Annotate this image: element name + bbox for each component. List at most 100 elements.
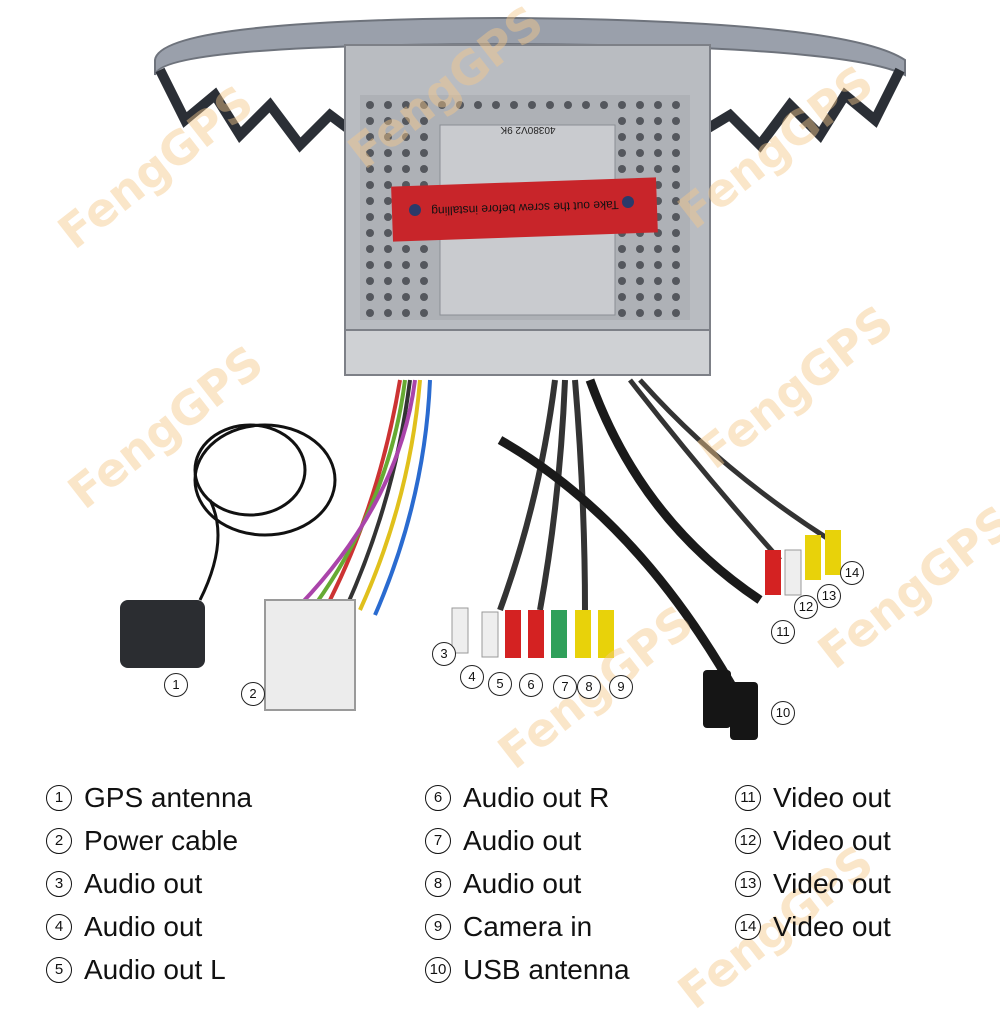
vent-hole — [384, 213, 392, 221]
vent-hole — [402, 117, 410, 125]
legend-number: 1 — [46, 784, 72, 811]
vent-hole — [474, 101, 482, 109]
vent-hole — [528, 101, 536, 109]
vent-hole — [384, 101, 392, 109]
legend-number: 13 — [735, 870, 761, 897]
legend-number: 7 — [425, 827, 451, 854]
vent-hole — [672, 213, 680, 221]
legend-number: 9 — [425, 913, 451, 940]
callout-9: 9 — [609, 675, 633, 699]
vent-hole — [384, 117, 392, 125]
vent-hole — [672, 133, 680, 141]
legend-label: Video out — [773, 781, 891, 813]
vent-hole — [618, 293, 626, 301]
legend-number: 6 — [425, 784, 451, 811]
callout-6: 6 — [519, 673, 543, 697]
legend-label: Audio out — [84, 910, 203, 942]
vent-hole — [420, 165, 428, 173]
vent-hole — [672, 181, 680, 189]
vent-hole — [384, 165, 392, 173]
vent-hole — [402, 101, 410, 109]
legend-label: USB antenna — [463, 953, 630, 985]
legend-item: 4 Audio out — [46, 905, 252, 948]
product-photo: 40380V2 9K Take out the screw before ins… — [120, 16, 906, 740]
callout-1: 1 — [164, 673, 188, 697]
vent-hole — [672, 293, 680, 301]
vent-hole — [420, 245, 428, 253]
vent-hole — [420, 101, 428, 109]
vent-hole — [402, 165, 410, 173]
vent-hole — [420, 149, 428, 157]
legend-number: 4 — [46, 913, 72, 940]
vent-hole — [384, 309, 392, 317]
vent-hole — [672, 277, 680, 285]
vent-hole — [384, 149, 392, 157]
vent-hole — [672, 261, 680, 269]
vent-hole — [618, 261, 626, 269]
legend-number: 8 — [425, 870, 451, 897]
vent-hole — [546, 101, 554, 109]
mounting-frame — [154, 16, 906, 153]
callout-12: 12 — [794, 595, 818, 619]
vent-hole — [492, 101, 500, 109]
vent-hole — [384, 245, 392, 253]
callout-10: 10 — [771, 701, 795, 725]
vent-hole — [654, 277, 662, 285]
callout-4: 4 — [460, 665, 484, 689]
vent-hole — [366, 261, 374, 269]
callout-14: 14 — [840, 561, 864, 585]
vent-hole — [420, 293, 428, 301]
vent-hole — [366, 197, 374, 205]
vent-hole — [636, 117, 644, 125]
vent-hole — [618, 133, 626, 141]
vent-hole — [672, 101, 680, 109]
vent-hole — [402, 133, 410, 141]
vent-hole — [420, 133, 428, 141]
vent-hole — [366, 101, 374, 109]
vent-hole — [618, 101, 626, 109]
warning-sticker: Take out the screw before installing — [391, 177, 658, 242]
rca-cables — [451, 379, 614, 658]
vent-hole — [672, 229, 680, 237]
vent-hole — [420, 117, 428, 125]
vent-hole — [402, 293, 410, 301]
vent-hole — [366, 181, 374, 189]
vent-hole — [618, 309, 626, 317]
callout-2: 2 — [241, 682, 265, 706]
vent-hole — [654, 293, 662, 301]
vent-hole — [420, 277, 428, 285]
vent-hole — [456, 101, 464, 109]
video-cables — [628, 378, 841, 596]
vent-hole — [366, 245, 374, 253]
vent-hole — [366, 149, 374, 157]
legend-label: Video out — [773, 910, 891, 942]
vent-hole — [618, 277, 626, 285]
vent-hole — [672, 117, 680, 125]
vent-hole — [672, 165, 680, 173]
vent-hole — [384, 277, 392, 285]
vent-hole — [654, 245, 662, 253]
vent-hole — [366, 133, 374, 141]
callout-5: 5 — [488, 672, 512, 696]
legend-number: 5 — [46, 956, 72, 983]
legend-label: Audio out — [84, 867, 203, 899]
vent-hole — [366, 213, 374, 221]
vent-hole — [366, 309, 374, 317]
vent-hole — [636, 277, 644, 285]
vent-hole — [654, 149, 662, 157]
vent-hole — [672, 197, 680, 205]
vent-hole — [672, 309, 680, 317]
legend-number: 2 — [46, 827, 72, 854]
vent-hole — [366, 277, 374, 285]
callout-13: 13 — [817, 584, 841, 608]
vent-hole — [384, 261, 392, 269]
vent-hole — [420, 261, 428, 269]
vent-hole — [402, 309, 410, 317]
